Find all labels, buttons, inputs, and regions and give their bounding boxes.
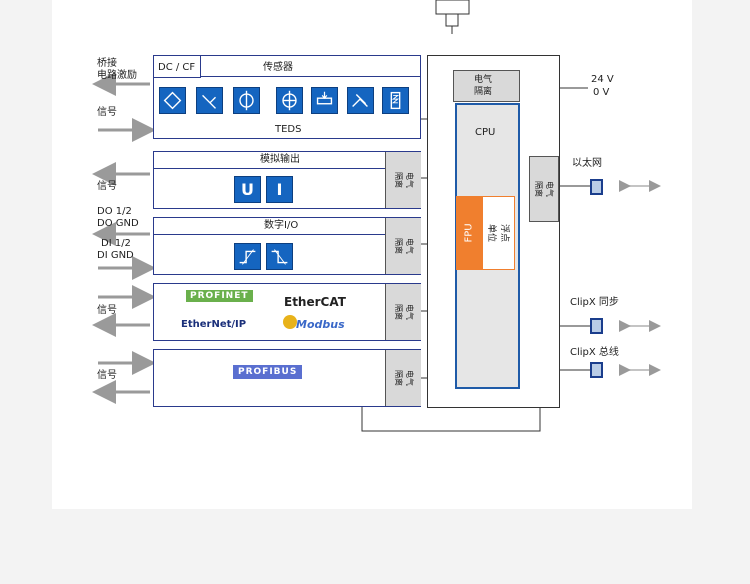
digital-io-title: 数字I/O (264, 220, 299, 231)
cpu-isolation-right: 电气 隔离 (529, 156, 559, 222)
profibus-logo: PROFIBUS (233, 365, 303, 379)
ethernetip-logo: EtherNet/IP (181, 319, 247, 330)
bridge-excitation-label: 桥接 电路激励 (97, 58, 137, 81)
voltage-icon (233, 87, 260, 114)
fpu-block: FPU (456, 196, 482, 270)
thermocouple-icon (347, 87, 374, 114)
signal-label-4: 信号 (97, 370, 117, 381)
do-label: DO 1/2 (97, 206, 132, 217)
ethercat-logo: EtherCAT (284, 295, 346, 309)
di-label: DI 1/2 (101, 238, 131, 249)
clipx-sync-label: ClipX 同步 (570, 297, 619, 308)
dc-cf-label: DC / CF (158, 62, 196, 73)
clipx-bus-port[interactable] (590, 362, 603, 378)
current-output-icon: I (266, 176, 293, 203)
half-bridge-icon (196, 87, 223, 114)
di-gnd-label: DI GND (97, 250, 134, 261)
power-0v-label: 0 V (593, 87, 610, 98)
full-bridge-icon (159, 87, 186, 114)
modbus-logo: Modbus (296, 318, 345, 331)
cpu-isolation-top: 电气 隔离 (453, 70, 520, 102)
fieldbus-module: 电气 隔离 (153, 283, 421, 341)
analog-output-title: 模拟输出 (260, 154, 300, 165)
signal-label-1: 信号 (97, 107, 117, 118)
teds-label: TEDS (275, 124, 302, 135)
signal-label-2: 信号 (97, 181, 117, 192)
current-icon (276, 87, 303, 114)
digital-output-icon (266, 243, 293, 270)
profinet-logo: PROFINET (186, 290, 253, 302)
ethernet-label: 以太网 (572, 158, 602, 169)
do-gnd-label: DO GND (97, 218, 139, 229)
modbus-gear-icon (283, 315, 297, 329)
cpu-label: CPU (475, 127, 496, 138)
fieldbus-isolation: 电气 隔离 (385, 284, 421, 340)
clipx-bus-label: ClipX 总线 (570, 347, 619, 358)
digital-isolation: 电气 隔离 (385, 218, 421, 274)
sensors-label: 传感器 (263, 62, 293, 73)
voltage-output-icon: U (234, 176, 261, 203)
strain-gauge-icon (382, 87, 409, 114)
potentiometer-icon (311, 87, 338, 114)
analog-isolation: 电气 隔离 (385, 152, 421, 208)
power-24v-label: 24 V (591, 74, 614, 85)
signal-label-3: 信号 (97, 305, 117, 316)
float-unit-block: 浮点 单位 (482, 196, 515, 270)
clipx-sync-port[interactable] (590, 318, 603, 334)
ethernet-port[interactable] (590, 179, 603, 195)
sensor-module: DC / CF 传感器 TEDS (153, 55, 421, 139)
profibus-isolation: 电气 隔离 (385, 350, 421, 406)
digital-input-icon (234, 243, 261, 270)
